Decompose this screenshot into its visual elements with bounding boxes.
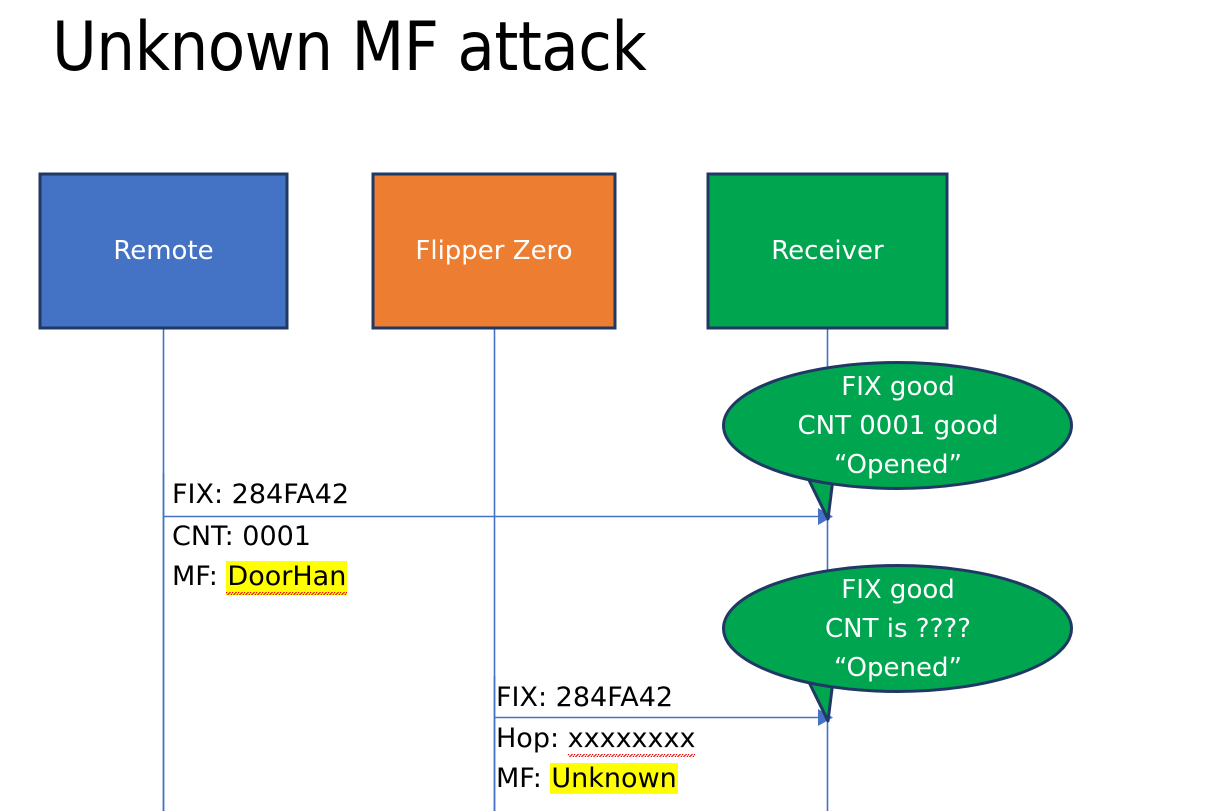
msg1-l2-value: 0001 bbox=[242, 521, 311, 552]
bubble-2-line-3: “Opened” bbox=[834, 653, 962, 683]
msg2-l1-prefix: FIX: bbox=[496, 682, 556, 713]
actor-box-receiver[interactable] bbox=[706, 172, 949, 330]
msg1-l2-prefix: CNT: bbox=[172, 521, 243, 552]
actor-label-receiver: Receiver bbox=[771, 236, 884, 266]
message-label-1-rest: CNT: 0001 MF: DoorHan bbox=[172, 517, 348, 597]
message-label-2-line-3: MF: Unknown bbox=[496, 759, 695, 799]
bubble-1-line-1: FIX good bbox=[841, 372, 955, 402]
bubble-2-line-1: FIX good bbox=[841, 575, 955, 605]
page-title: Unknown MF attack bbox=[52, 8, 647, 87]
msg2-l2-value: xxxxxxxx bbox=[567, 723, 696, 757]
msg2-l1-value: 284FA42 bbox=[555, 682, 674, 713]
message-label-2-rest: Hop: xxxxxxxx MF: Unknown bbox=[496, 719, 696, 799]
bubble-text-1: FIX good CNT 0001 good “Opened” bbox=[724, 368, 1072, 485]
msg1-l3-value: DoorHan bbox=[226, 561, 348, 595]
msg2-l2-prefix: Hop: bbox=[496, 723, 568, 754]
actor-box-flipper[interactable] bbox=[371, 172, 617, 330]
message-label-1-line-1: FIX: 284FA42 bbox=[172, 475, 349, 515]
msg1-l1-prefix: FIX: bbox=[172, 479, 232, 510]
bubble-1-line-2: CNT 0001 good bbox=[797, 411, 999, 441]
bubble-ellipse-1[interactable] bbox=[722, 361, 1073, 490]
actor-label-flipper: Flipper Zero bbox=[415, 236, 573, 266]
actor-label-remote: Remote bbox=[113, 236, 214, 266]
message-label-2-line-2: Hop: xxxxxxxx bbox=[496, 719, 696, 759]
actor-box-remote[interactable] bbox=[38, 172, 289, 330]
msg2-l3-value: Unknown bbox=[550, 763, 678, 794]
bubble-1-line-3: “Opened” bbox=[834, 450, 962, 480]
msg1-l1-value: 284FA42 bbox=[231, 479, 350, 510]
msg1-l3-prefix: MF: bbox=[172, 561, 227, 592]
bubble-ellipse-2[interactable] bbox=[722, 564, 1073, 693]
message-label-2-line-1: FIX: 284FA42 bbox=[496, 678, 673, 718]
msg2-l3-prefix: MF: bbox=[496, 763, 551, 794]
message-label-1-line-3: MF: DoorHan bbox=[172, 557, 348, 597]
bubble-2-line-2: CNT is ???? bbox=[825, 614, 971, 644]
message-label-1-line-2: CNT: 0001 bbox=[172, 517, 347, 557]
bubble-text-2: FIX good CNT is ???? “Opened” bbox=[724, 571, 1072, 688]
